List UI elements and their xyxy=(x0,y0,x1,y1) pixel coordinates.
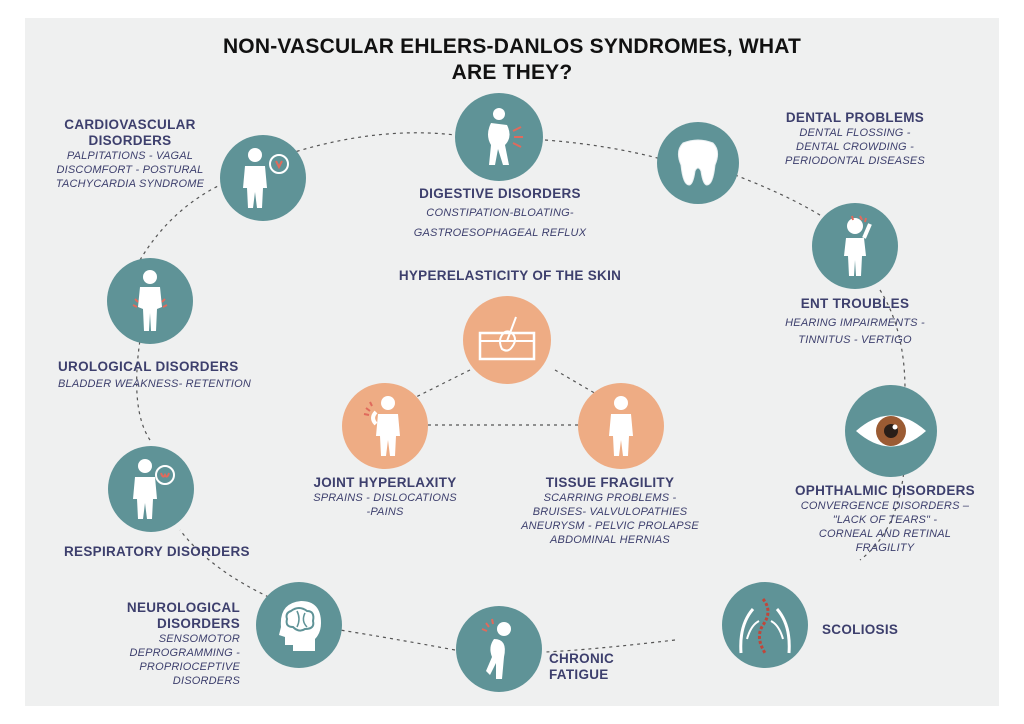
outer-ring-path xyxy=(136,132,906,653)
cardiovascular-line-3: TACHYCARDIA SYNDROME xyxy=(55,178,205,190)
tissue-line-1: SCARRING PROBLEMS - xyxy=(543,492,677,504)
tissue-label: TISSUE FRAGILITY SCARRING PROBLEMS - BRU… xyxy=(500,475,720,547)
cardiovascular-line-2: DISCOMFORT - POSTURAL xyxy=(56,164,204,176)
tooth-icon xyxy=(677,139,719,186)
eye-icon xyxy=(856,415,926,447)
dental-label: DENTAL PROBLEMS DENTAL FLOSSING - DENTAL… xyxy=(755,110,955,168)
heart-person-icon xyxy=(243,148,289,208)
urological-label: UROLOGICAL DISORDERS BLADDER WEAKNESS- R… xyxy=(58,359,318,391)
dental-line-1: DENTAL FLOSSING - xyxy=(799,127,911,139)
link-skin-joint xyxy=(409,369,471,401)
skin-circle xyxy=(463,296,551,384)
ent-line-1: HEARING IMPAIRMENTS - xyxy=(785,317,925,329)
neurological-title-line-1: NEUROLOGICAL xyxy=(126,600,240,615)
neurological-label: NEUROLOGICAL DISORDERS SENSOMOTOR DEPROG… xyxy=(40,600,240,688)
scoliosis-label: SCOLIOSIS xyxy=(822,622,942,638)
skin-layer-icon xyxy=(478,316,536,361)
digestive-line-1: CONSTIPATION-BLOATING- xyxy=(426,207,574,219)
ophthalmic-title: OPHTHALMIC DISORDERS xyxy=(794,483,975,498)
link-skin-tissue xyxy=(554,369,599,396)
ophthalmic-circle xyxy=(845,385,937,477)
joint-line-2: -PAINS xyxy=(366,506,404,518)
dental-title: DENTAL PROBLEMS xyxy=(785,110,925,125)
ophthalmic-line-4: FRAGILITY xyxy=(855,542,915,554)
cardiovascular-circle xyxy=(220,135,306,221)
digestive-title: DIGESTIVE DISORDERS xyxy=(419,186,581,201)
neurological-circle xyxy=(256,582,342,668)
skin-title: HYPERELASTICITY OF THE SKIN xyxy=(398,268,622,283)
joint-circle xyxy=(342,383,428,469)
ophthalmic-line-1: CONVERGENCE DISORDERS – xyxy=(800,500,970,512)
fatigue-title-line-2: FATIGUE xyxy=(549,667,609,682)
ent-title: ENT TROUBLES xyxy=(800,296,910,311)
digestive-line-2: GASTROESOPHAGEAL REFLUX xyxy=(413,227,587,239)
ophthalmic-line-2: "LACK OF TEARS" - xyxy=(832,514,938,526)
title-line-2: ARE THEY? xyxy=(451,61,573,84)
fatigue-title-line-1: CHRONIC xyxy=(549,651,615,666)
urological-circle xyxy=(107,258,193,344)
dental-circle xyxy=(657,122,739,204)
urological-title: UROLOGICAL DISORDERS xyxy=(58,359,239,374)
lungs-person-icon xyxy=(133,459,175,519)
fatigue-circle xyxy=(456,606,542,692)
digestive-label: DIGESTIVE DISORDERS CONSTIPATION-BLOATIN… xyxy=(380,186,620,240)
title-line-1: NON-VASCULAR EHLERS-DANLOS SYNDROMES, WH… xyxy=(222,35,802,58)
fatigue-label: CHRONIC FATIGUE xyxy=(549,651,669,683)
dental-line-2: DENTAL CROWDING - xyxy=(796,141,914,153)
ophthalmic-label: OPHTHALMIC DISORDERS CONVERGENCE DISORDE… xyxy=(772,483,998,555)
stomach-pain-icon xyxy=(488,108,523,165)
ent-label: ENT TROUBLES HEARING IMPAIRMENTS - TINNI… xyxy=(755,296,955,347)
tissue-line-4: ABDOMINAL HERNIAS xyxy=(550,534,670,546)
scoliosis-circle xyxy=(722,582,808,668)
page-title: NON-VASCULAR EHLERS-DANLOS SYNDROMES, WH… xyxy=(140,34,884,86)
cardiovascular-title-line-1: CARDIOVASCULAR xyxy=(64,117,196,132)
joint-line-1: SPRAINS - DISLOCATIONS xyxy=(313,492,457,504)
person-icon xyxy=(609,396,633,456)
joint-pain-icon xyxy=(363,396,400,456)
neurological-title-line-2: DISORDERS xyxy=(157,616,240,631)
cardiovascular-title-line-2: DISORDERS xyxy=(88,133,172,148)
brain-head-icon xyxy=(279,601,321,651)
ent-line-2: TINNITUS - VERTIGO xyxy=(798,334,912,346)
tissue-title: TISSUE FRAGILITY xyxy=(545,475,675,490)
tired-person-icon xyxy=(481,618,511,679)
neurological-line-3: PROPRIOCEPTIVE xyxy=(139,661,240,673)
ophthalmic-line-3: CORNEAL AND RETINAL xyxy=(818,528,952,540)
head-pain-icon xyxy=(844,215,872,276)
tissue-line-3: ANEURYSM - PELVIC PROLAPSE xyxy=(521,520,699,532)
ent-circle xyxy=(812,203,898,289)
cardiovascular-line-1: PALPITATIONS - VAGAL xyxy=(66,150,194,162)
neurological-line-4: DISORDERS xyxy=(172,675,240,687)
dental-line-3: PERIODONTAL DISEASES xyxy=(785,155,925,167)
joint-label: JOINT HYPERLAXITY SPRAINS - DISLOCATIONS… xyxy=(290,475,480,519)
tissue-line-2: BRUISES- VALVULOPATHIES xyxy=(532,506,688,518)
tissue-circle xyxy=(578,383,664,469)
joint-title: JOINT HYPERLAXITY xyxy=(313,475,457,490)
scoliosis-title: SCOLIOSIS xyxy=(822,622,899,637)
neurological-line-2: DEPROGRAMMING - xyxy=(129,647,240,659)
urological-line-1: BLADDER WEAKNESS- RETENTION xyxy=(58,378,252,390)
spine-icon xyxy=(739,598,791,654)
bladder-person-icon xyxy=(132,270,168,331)
cardiovascular-label: CARDIOVASCULAR DISORDERS PALPITATIONS - … xyxy=(40,117,220,191)
digestive-circle xyxy=(455,93,543,181)
neurological-line-1: SENSOMOTOR xyxy=(158,633,240,645)
respiratory-label: RESPIRATORY DISORDERS xyxy=(64,544,304,560)
skin-label: HYPERELASTICITY OF THE SKIN xyxy=(360,268,660,284)
respiratory-title: RESPIRATORY DISORDERS xyxy=(64,544,250,559)
respiratory-circle xyxy=(108,446,194,532)
